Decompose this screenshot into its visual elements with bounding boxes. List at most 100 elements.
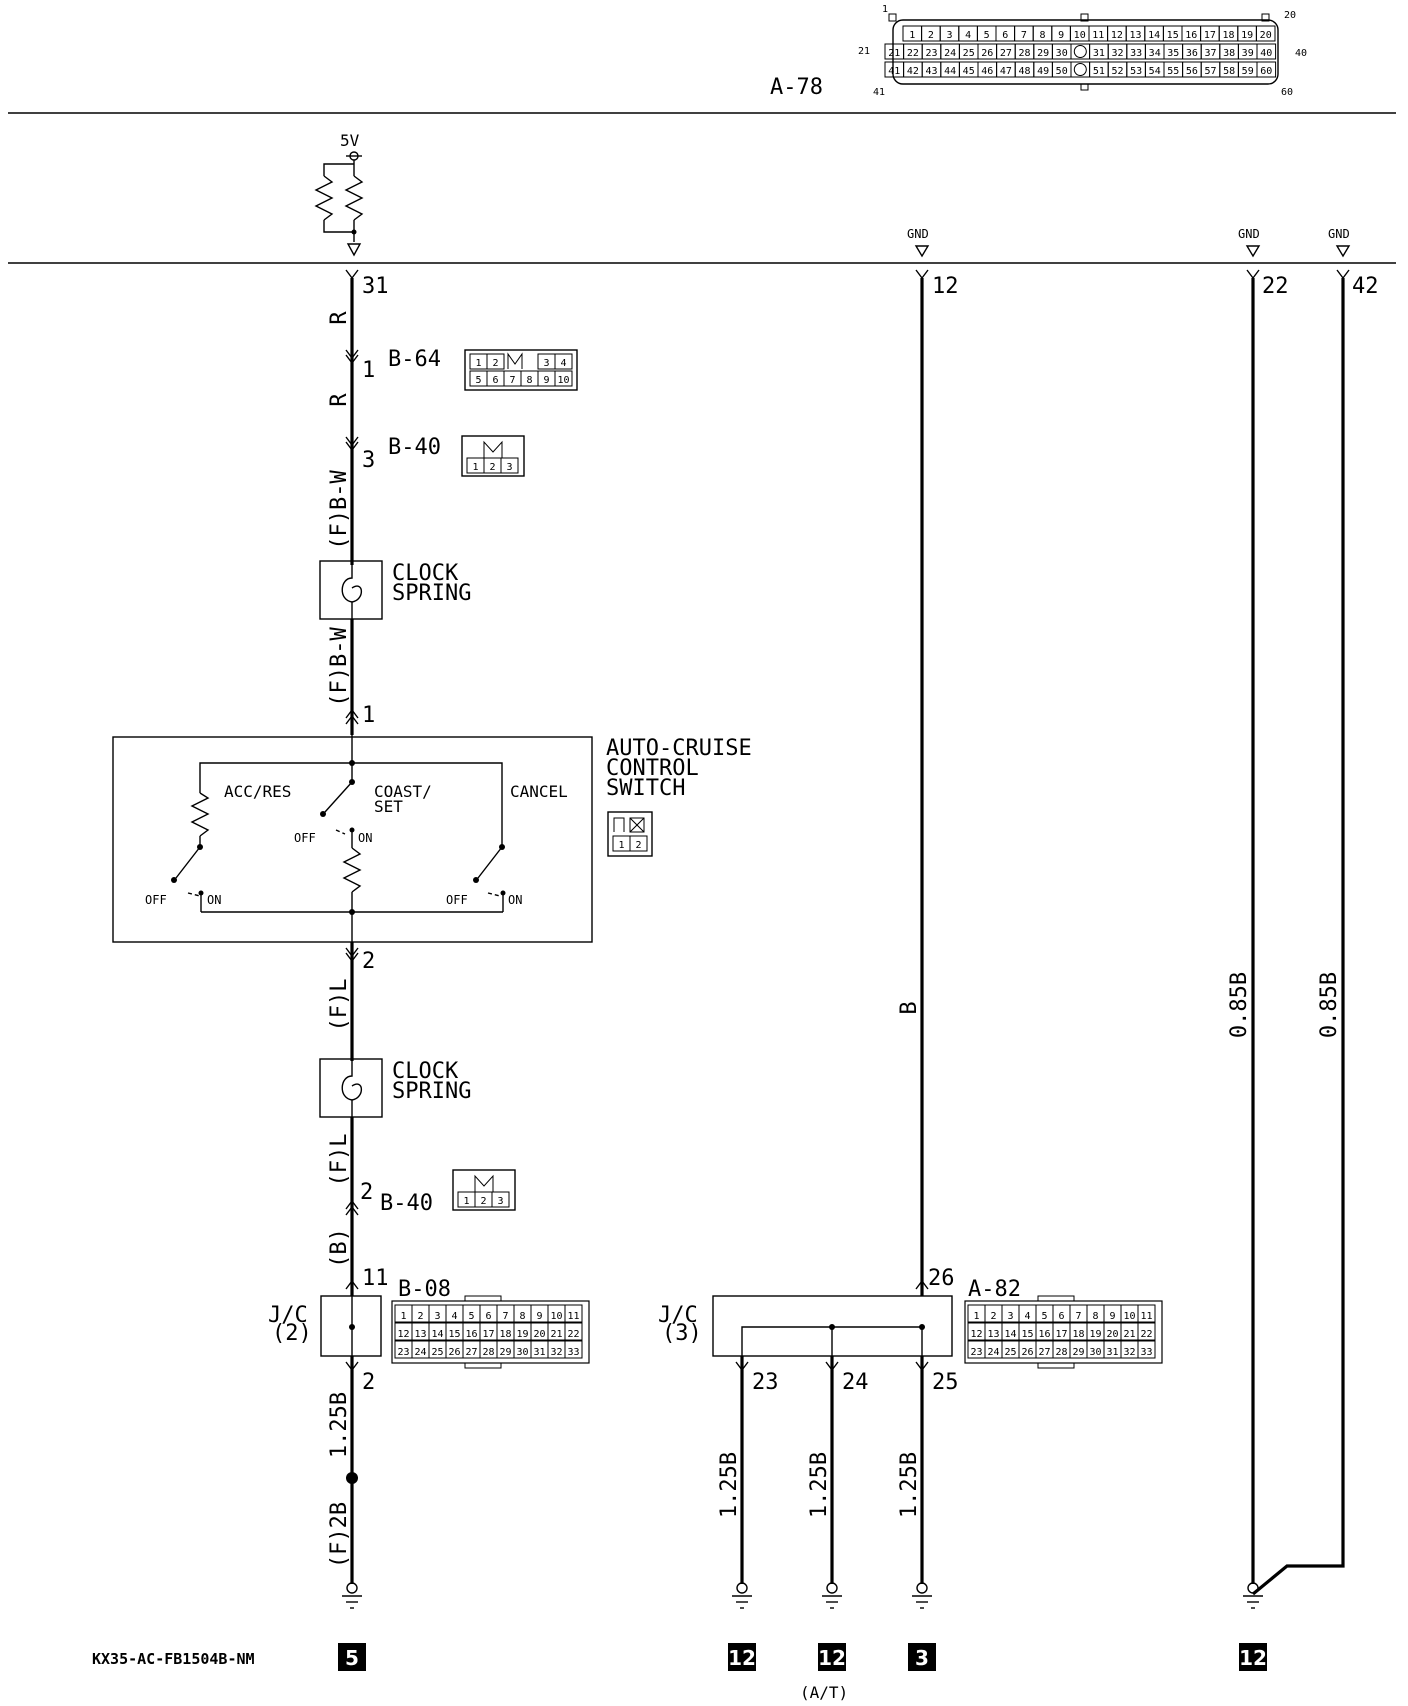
b64-pin: 1 xyxy=(475,358,481,369)
a82-grid-pin: 15 xyxy=(1021,1329,1033,1340)
acc-on-label: ON xyxy=(207,893,221,907)
ground-connection-4 xyxy=(916,1582,928,1594)
pin-switch-1: 1 xyxy=(362,703,375,728)
ground-badge-5 xyxy=(1239,1643,1267,1671)
wire-085b-2: 0.85B xyxy=(1317,972,1342,1038)
b08-grid-pin: 1 xyxy=(400,1311,406,1322)
b64-pin: 7 xyxy=(509,375,515,386)
a82-grid-pin: 21 xyxy=(1123,1329,1135,1340)
ground-badge-2 xyxy=(728,1643,756,1671)
jc2-label-1: J/C xyxy=(268,1303,308,1328)
b40b-pin: 2 xyxy=(480,1196,486,1207)
pin-jc3-24: 24 xyxy=(842,1370,869,1395)
a82-grid-cell xyxy=(1137,1304,1156,1323)
a82-grid-pin: 17 xyxy=(1055,1329,1067,1340)
pin-31: 31 xyxy=(362,274,389,299)
pullup-network xyxy=(314,151,364,257)
a78-pin: 9 xyxy=(1058,30,1064,41)
b08-grid-pin: 10 xyxy=(550,1311,562,1322)
a78-pin: 56 xyxy=(1186,66,1198,77)
gnd-label-42: GND xyxy=(1328,227,1350,241)
acs-pin: 2 xyxy=(635,840,641,851)
a78-pin: 15 xyxy=(1167,30,1179,41)
b08-grid-pin: 17 xyxy=(482,1329,494,1340)
a78-corner-40: 40 xyxy=(1295,48,1307,59)
wire-f2b: (F)2B xyxy=(327,1502,352,1568)
wire-b-paren: (B) xyxy=(327,1228,352,1268)
a78-pin: 26 xyxy=(981,48,993,59)
b64-pin: 5 xyxy=(475,375,481,386)
a82-grid-pin: 8 xyxy=(1092,1311,1098,1322)
a82-grid-pin: 5 xyxy=(1041,1311,1047,1322)
wire-l-2: (F)L xyxy=(327,1134,352,1187)
a78-pin: 48 xyxy=(1018,66,1030,77)
a82-grid-cell xyxy=(1137,1340,1156,1359)
jc3-label-1: J/C xyxy=(658,1303,698,1328)
b08-grid-cell xyxy=(564,1304,583,1323)
a82-grid-pin: 29 xyxy=(1072,1347,1084,1358)
a78-pin: 53 xyxy=(1130,66,1142,77)
a78-pin: 59 xyxy=(1242,66,1254,77)
cancel-label: CANCEL xyxy=(510,782,568,801)
pin-jc2-2: 2 xyxy=(362,1370,375,1395)
a78-pin: 44 xyxy=(944,66,956,77)
a78-pin: 7 xyxy=(1021,30,1027,41)
b08-grid-cell xyxy=(564,1340,583,1359)
b64-label: B-64 xyxy=(388,347,441,372)
ecu-gnd-42: GND xyxy=(1328,227,1351,258)
a78-pin: 10 xyxy=(1074,30,1086,41)
a78-cell xyxy=(1256,43,1277,60)
wire-r-2: R xyxy=(327,393,352,407)
b08-grid-pin: 12 xyxy=(397,1329,409,1340)
a78-pin: 35 xyxy=(1167,48,1179,59)
b08-grid-pin: 11 xyxy=(567,1311,579,1322)
a78-pin: 19 xyxy=(1241,30,1253,41)
acs-cell xyxy=(629,835,648,852)
b08-label: B-08 xyxy=(398,1277,451,1302)
gnd-label-22: GND xyxy=(1238,227,1260,241)
pin-22: 22 xyxy=(1262,274,1289,299)
a78-pin: 55 xyxy=(1167,66,1179,77)
a78-pin: 45 xyxy=(963,66,975,77)
a78-pin: 34 xyxy=(1149,48,1161,59)
a78-pin: 43 xyxy=(925,66,937,77)
a78-pin: 54 xyxy=(1149,66,1161,77)
switch-title-2: CONTROL xyxy=(606,756,699,781)
b08-grid-pin: 2 xyxy=(417,1311,423,1322)
a78-pin: 5 xyxy=(984,30,990,41)
a78-cell xyxy=(1255,25,1276,42)
a82-grid-pin: 30 xyxy=(1089,1347,1101,1358)
a78-pin: 20 xyxy=(1260,30,1272,41)
a78-pin: 40 xyxy=(1260,48,1272,59)
b08-grid-pin: 8 xyxy=(519,1311,525,1322)
ground-badge-number-4: 3 xyxy=(915,1646,929,1670)
a78-corner-60: 60 xyxy=(1281,87,1293,98)
b64-pin: 9 xyxy=(543,375,549,386)
b40a-label: B-40 xyxy=(388,435,441,460)
a78-label: A-78 xyxy=(770,75,823,100)
pin-42: 42 xyxy=(1352,274,1379,299)
b08-grid-pin: 21 xyxy=(550,1329,562,1340)
a78-corner-41: 41 xyxy=(873,87,885,98)
a78-pin: 6 xyxy=(1002,30,1008,41)
b64-cell xyxy=(554,353,573,370)
a78-pin: 30 xyxy=(1056,48,1068,59)
b08-grid-pin: 27 xyxy=(465,1347,477,1358)
pin-12: 12 xyxy=(932,274,959,299)
a78-pin: 17 xyxy=(1204,30,1216,41)
b08-grid-pin: 25 xyxy=(431,1347,443,1358)
a78-pin: 12 xyxy=(1111,30,1123,41)
at-note: (A/T) xyxy=(800,1683,848,1702)
a82-grid-pin: 10 xyxy=(1123,1311,1135,1322)
b64-cell xyxy=(486,353,505,370)
b08-grid-pin: 16 xyxy=(465,1329,477,1340)
clock-spring-2-box xyxy=(319,1058,383,1118)
a78-cell xyxy=(1256,61,1277,78)
a82-grid-pin: 6 xyxy=(1058,1311,1064,1322)
wire-125b-25: 1.25B xyxy=(897,1452,922,1518)
b08-grid-pin: 14 xyxy=(431,1329,443,1340)
